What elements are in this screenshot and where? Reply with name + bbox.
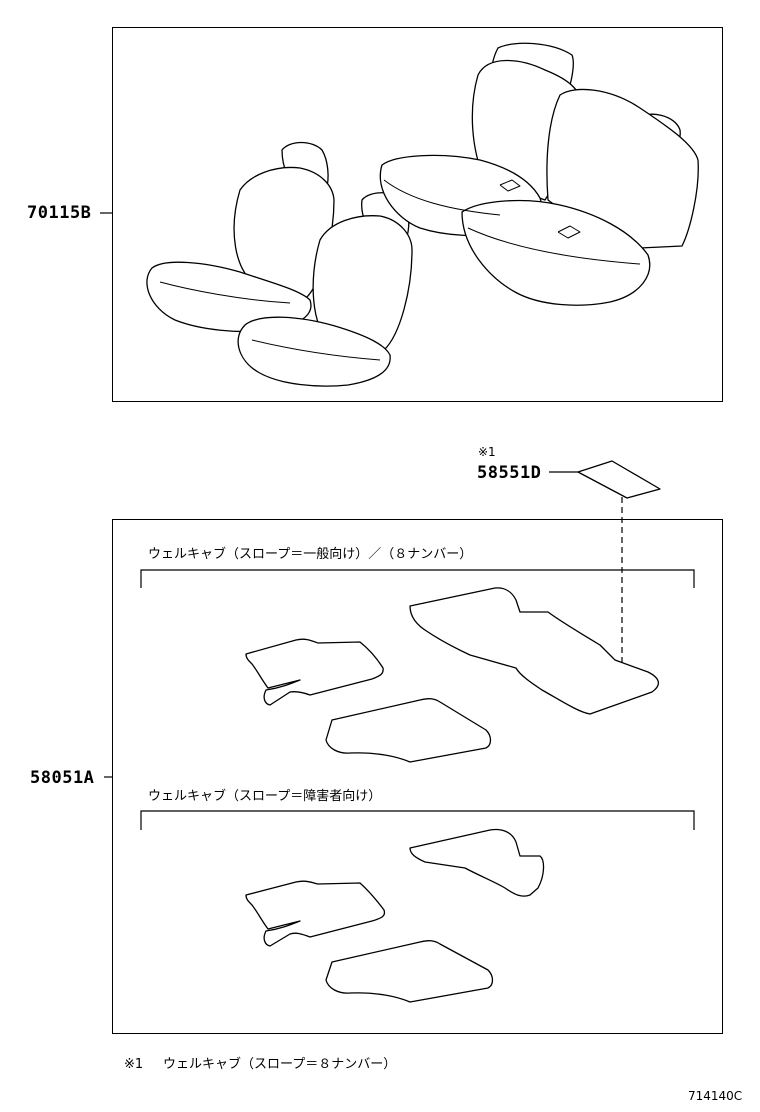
front-seat-right <box>237 192 413 387</box>
part-number-mat-note[interactable]: 58551D <box>477 463 542 483</box>
group1-rear-mat <box>409 587 659 715</box>
group2-front-right-mat <box>325 940 494 1003</box>
seat-cover-frame <box>112 27 723 402</box>
part-number-floor-mat[interactable]: 58051A <box>30 768 95 788</box>
group1-front-left-mat <box>245 638 384 706</box>
front-seat-left <box>146 141 335 333</box>
group2-front-left-mat <box>245 880 386 947</box>
rear-bench-seat <box>379 42 699 306</box>
group2-mats <box>245 828 545 1003</box>
group2-rear-mat <box>409 828 545 897</box>
part-number-seat-cover[interactable]: 70115B <box>27 203 92 223</box>
group2-bracket <box>140 810 695 830</box>
footnote-text: ウェルキャブ（スロープ＝８ナンバー） <box>163 1057 397 1072</box>
diagram-code: 714140C <box>688 1089 743 1103</box>
group1-bracket <box>140 569 695 588</box>
group2-caption: ウェルキャブ（スロープ＝障害者向け） <box>148 789 382 804</box>
group1-mats <box>245 587 659 763</box>
floor-mat-frame <box>112 519 723 1034</box>
footnote-marker: ※1 <box>124 1057 144 1072</box>
note-marker: ※1 <box>478 445 496 459</box>
group1-caption: ウェルキャブ（スロープ＝一般向け）／（８ナンバー） <box>148 547 473 562</box>
small-mat-piece <box>577 460 661 499</box>
group1-front-right-mat <box>325 698 492 763</box>
